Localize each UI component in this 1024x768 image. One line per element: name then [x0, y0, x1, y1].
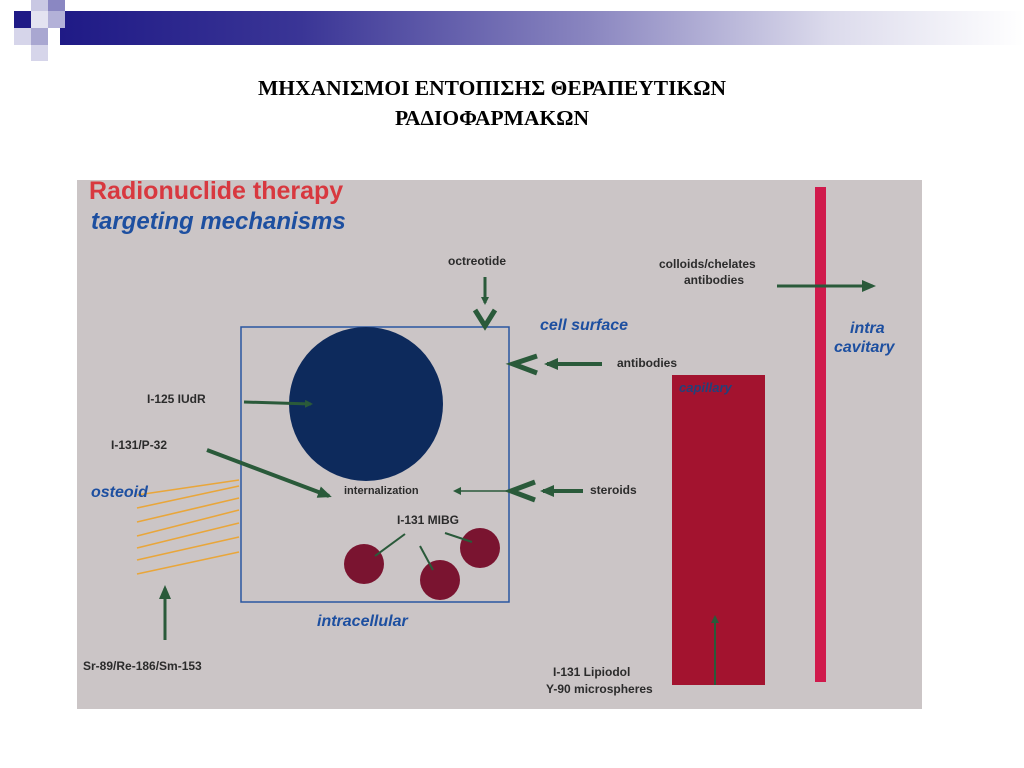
- label-mibg: I-131 MIBG: [397, 513, 459, 527]
- deco-square: [31, 11, 48, 28]
- mibg-pointer: [374, 533, 406, 557]
- deco-square: [48, 11, 65, 28]
- label-y90: Y-90 microspheres: [546, 682, 653, 696]
- mibg-pointer: [419, 545, 434, 571]
- figure-diagram: Radionuclide therapy targeting mechanism…: [83, 180, 896, 696]
- label-cell-surface: cell surface: [540, 317, 628, 334]
- label-steroids: steroids: [590, 483, 637, 497]
- deco-square: [14, 28, 31, 45]
- i131-arrow: [206, 448, 332, 498]
- steroids-chevron: [503, 479, 536, 503]
- octreotide-chevron: [472, 308, 498, 331]
- figure-heading-2: targeting mechanisms: [91, 208, 346, 235]
- figure-heading-1: Radionuclide therapy: [89, 180, 343, 205]
- label-antibodies: antibodies: [617, 356, 677, 370]
- label-lipiodol: I-131 Lipiodol: [553, 665, 630, 679]
- label-internalization: internalization: [344, 485, 419, 497]
- label-i125: I-125 IUdR: [147, 392, 206, 406]
- deco-square: [31, 45, 48, 61]
- mibg-pointer: [444, 532, 473, 543]
- arrows: [159, 277, 876, 685]
- label-cavitary: cavitary: [834, 339, 896, 356]
- slide-title-line1: ΜΗΧΑΝΙΣΜΟΙ ΕΝΤΟΠΙΣΗΣ ΘΕΡΑΠΕΥΤΙΚΩΝ: [258, 76, 726, 100]
- deco-square: [14, 11, 31, 28]
- label-osteoid: osteoid: [91, 484, 149, 501]
- label-intracellular: intracellular: [317, 613, 408, 630]
- header-gradient-bar: [60, 11, 1024, 45]
- slide-title-line2: ΡΑΔΙΟΦΑΡΜΑΚΩΝ: [395, 106, 589, 130]
- deco-square: [31, 0, 48, 11]
- label-octreotide: octreotide: [448, 254, 506, 268]
- label-antibodies-top: antibodies: [684, 273, 744, 287]
- granule: [420, 560, 460, 600]
- label-sr89: Sr-89/Re-186/Sm-153: [83, 659, 202, 673]
- cell-nucleus: [289, 327, 443, 481]
- granule: [344, 544, 384, 584]
- osteoid-lines: [136, 479, 240, 575]
- capillary-label: capillary: [679, 380, 733, 395]
- i125-arrow: [243, 399, 313, 408]
- label-i131-p32: I-131/P-32: [111, 438, 167, 452]
- capillary-block: [672, 375, 765, 685]
- granule: [460, 528, 500, 568]
- figure-photo: Radionuclide therapy targeting mechanism…: [77, 180, 922, 709]
- deco-square: [48, 0, 65, 11]
- label-intra: intra: [850, 320, 885, 337]
- deco-square: [31, 28, 48, 45]
- cavity-line: [815, 187, 826, 682]
- antibodies-chevron: [505, 353, 538, 376]
- label-colloids: colloids/chelates: [659, 257, 756, 271]
- slide-title: ΜΗΧΑΝΙΣΜΟΙ ΕΝΤΟΠΙΣΗΣ ΘΕΡΑΠΕΥΤΙΚΩΝ ΡΑΔΙΟΦ…: [0, 73, 984, 133]
